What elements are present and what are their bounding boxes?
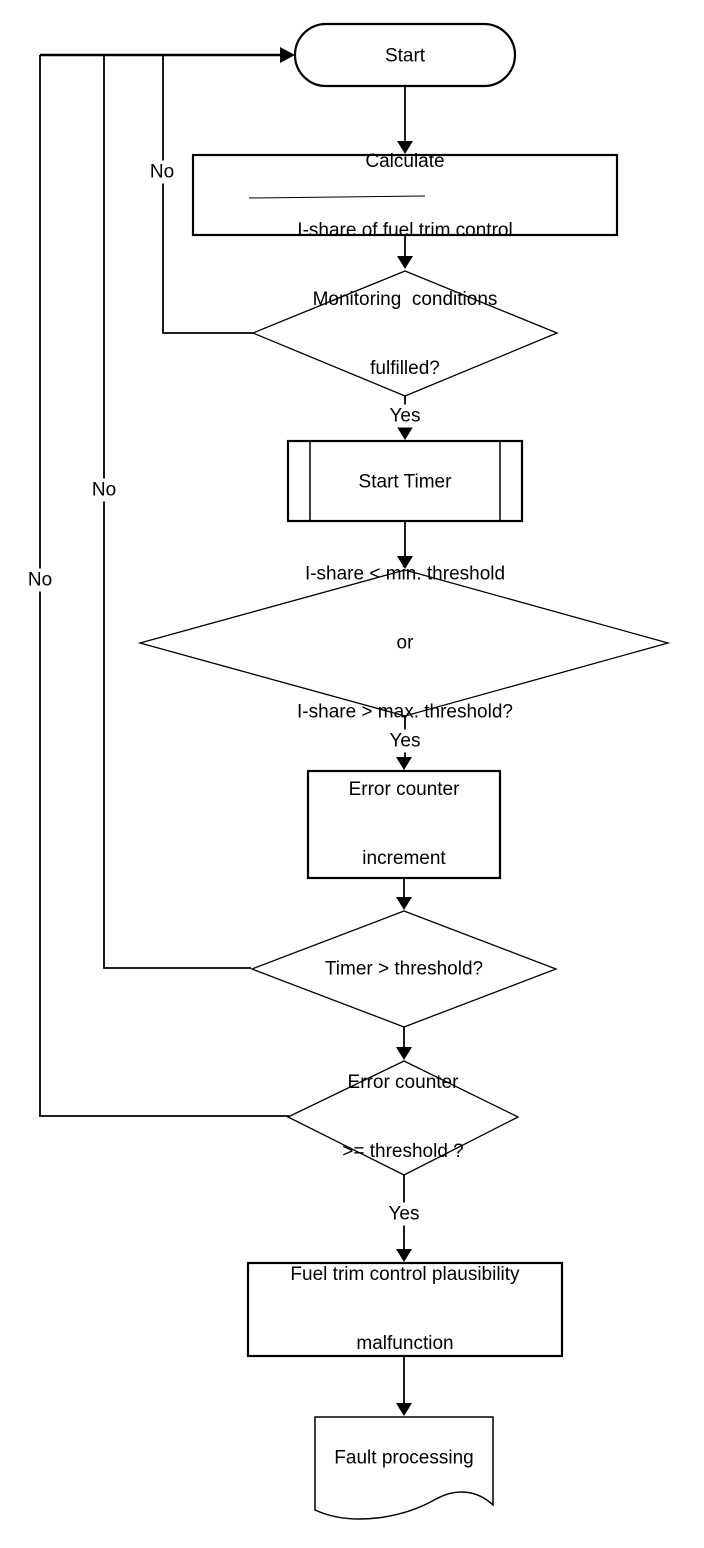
edge-label-monitoring-yes: Yes (386, 404, 424, 428)
timer-decision-shape (250, 910, 558, 1028)
monitoring-decision-shape (251, 270, 559, 397)
ishare-check-node-label: I-share < min. threshold or I-share > ma… (297, 517, 513, 770)
malfunction-label-line-2: malfunction (356, 1333, 454, 1354)
calculate-process-shape (191, 153, 619, 237)
start-node-label: Start (384, 45, 426, 67)
error-check-label-line-1: Error counter (347, 1072, 459, 1093)
error-check-label-line-2: >= threshold ? (342, 1141, 464, 1162)
edge-label-timer-no: No (88, 478, 120, 502)
arrowhead-into-error-check (396, 1047, 412, 1060)
no-loop-line-timer (103, 55, 251, 969)
no-loop-line-error-counter (39, 55, 289, 1117)
malfunction-node-label: Fuel trim control plausibility malfuncti… (290, 1217, 519, 1401)
edge-label-error-no: No (24, 568, 56, 592)
malfunction-process-shape (246, 1261, 564, 1358)
calculate-node-label: Calculate I-share of fuel trim control (297, 104, 512, 288)
fault-processing-document-shape (314, 1416, 494, 1520)
calculate-label-line-1: Calculate (365, 151, 445, 172)
monitoring-node-label: Monitoring conditions fulfilled? (313, 242, 498, 426)
calculate-label-line-2: I-share of fuel trim control (297, 220, 513, 241)
scan-artifact-line (248, 195, 426, 199)
monitoring-label-line-2: fulfilled? (370, 358, 440, 379)
edge-label-error-yes: Yes (385, 1202, 423, 1226)
fault-processing-node-label: Fault processing (334, 1447, 474, 1469)
error-increment-label-line-2: increment (362, 848, 446, 869)
monitoring-label-line-1: Monitoring conditions (312, 289, 498, 310)
arrowhead-into-monitoring (397, 256, 413, 269)
ishare-decision-shape (137, 569, 671, 717)
edge-label-monitoring-no: No (146, 160, 178, 184)
arrowhead-into-timer-start (397, 427, 413, 440)
start-timer-side-bars (309, 441, 501, 521)
ishare-check-label-line-3: I-share > max. threshold? (297, 701, 513, 723)
error-check-node-label: Error counter >= threshold ? (342, 1025, 463, 1209)
arrowhead-into-timer-check (396, 897, 412, 910)
arrowhead-into-fault-processing (396, 1403, 412, 1416)
no-loop-line-monitoring (162, 55, 253, 334)
ishare-check-label-line-1: I-share < min. threshold (304, 563, 506, 585)
arrowhead-into-error-increment (396, 757, 412, 770)
malfunction-label-line-1: Fuel trim control plausibility (290, 1264, 520, 1285)
arrowhead-into-malfunction (396, 1249, 412, 1262)
ishare-check-label-line-2: or (396, 632, 414, 654)
error-increment-process-shape (306, 769, 502, 880)
error-increment-node-label: Error counter increment (349, 732, 460, 916)
arrowhead-into-start (280, 47, 295, 63)
arrowhead-into-calculate (397, 141, 413, 154)
error-counter-decision-shape (286, 1060, 520, 1176)
start-timer-node-label: Start Timer (358, 471, 452, 493)
edge-label-ishare-yes: Yes (386, 729, 424, 753)
error-increment-label-line-1: Error counter (348, 779, 460, 800)
arrowhead-into-ishare-check (397, 556, 413, 569)
timer-check-node-label: Timer > threshold? (324, 958, 484, 980)
start-timer-predefined-shape (286, 439, 524, 523)
